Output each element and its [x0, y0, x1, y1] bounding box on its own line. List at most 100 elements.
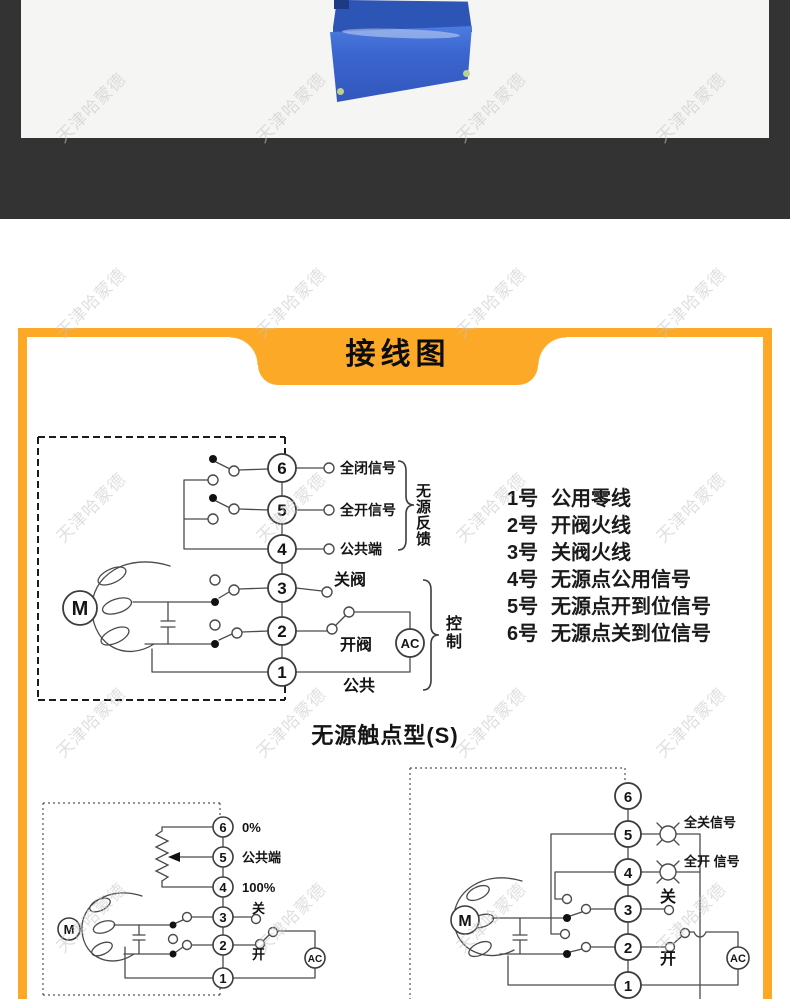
note-text: 关阀火线 — [551, 542, 631, 564]
wires — [491, 808, 739, 999]
motor-assembly: M — [62, 561, 176, 653]
dashed-boundary — [37, 436, 286, 701]
svg-text:2: 2 — [277, 622, 286, 641]
terminal-6: 6 — [614, 782, 642, 810]
wiring-panel: 接线图 M — [18, 328, 772, 999]
photo-left-margin — [0, 0, 21, 138]
feedback-brace — [397, 460, 415, 551]
note-row: 5号无源点开到位信号 — [507, 591, 711, 618]
terminal-4-label: 100% — [242, 880, 276, 895]
svg-text:6: 6 — [277, 459, 286, 478]
note-text: 无源点开到位信号 — [551, 596, 711, 618]
terminal-6: 6 0% — [212, 816, 261, 838]
terminal-3: 3 关 — [614, 887, 676, 923]
banner-flare — [230, 337, 258, 365]
panel-title-banner: 接线图 — [230, 328, 566, 385]
svg-text:6: 6 — [219, 820, 226, 835]
photo-right-margin — [769, 0, 790, 138]
motor-label: M — [458, 913, 471, 930]
ac-source: AC — [304, 947, 326, 969]
dotted-boundary — [409, 767, 626, 999]
panel-title: 接线图 — [345, 338, 451, 371]
svg-text:1: 1 — [624, 978, 632, 995]
svg-text:3: 3 — [219, 910, 226, 925]
note-row: 2号开阀火线 — [507, 510, 711, 537]
switch-contacts — [167, 911, 279, 958]
terminal-1-label: 公共 — [343, 677, 375, 695]
svg-text:4: 4 — [624, 865, 633, 882]
svg-text:3: 3 — [277, 579, 286, 598]
terminal-6-label: 全闭信号 — [339, 460, 396, 476]
capacitor — [132, 924, 146, 955]
svg-text:6: 6 — [624, 789, 632, 806]
panel-content — [27, 337, 763, 999]
terminal-4: 4 公共端 — [267, 534, 382, 564]
terminal-2: 2 开阀 — [267, 616, 372, 654]
note-text: 无源点关到位信号 — [551, 623, 711, 645]
terminal-6: 6 全闭信号 — [267, 453, 396, 483]
note-text: 公用零线 — [551, 488, 631, 510]
svg-text:4: 4 — [277, 540, 287, 559]
separator-band — [0, 138, 790, 219]
motor-label: M — [72, 598, 89, 620]
terminal-4-label: 全开 信号 — [683, 854, 740, 869]
note-num: 6号 — [507, 623, 539, 645]
note-num: 5号 — [507, 596, 539, 618]
note-row: 1号公用零线 — [507, 483, 711, 510]
paint-chip — [463, 70, 470, 77]
terminal-3-label: 关 — [252, 901, 265, 916]
terminal-5-label: 公共端 — [242, 850, 281, 865]
terminal-5: 5 全开信号 — [267, 495, 396, 525]
terminal-3-label: 关阀 — [334, 570, 366, 589]
dotted-boundary — [42, 802, 221, 996]
terminal-3: 3 关阀 — [267, 570, 366, 603]
control-brace — [422, 579, 440, 691]
svg-text:2: 2 — [624, 940, 632, 957]
note-row: 6号无源点关到位信号 — [507, 618, 711, 645]
svg-text:AC: AC — [730, 953, 746, 965]
signal-lamps — [656, 822, 680, 884]
capacitor — [160, 601, 176, 645]
terminal-5: 5 全关信号 — [614, 815, 736, 848]
wires — [113, 836, 316, 979]
terminal-6-label: 0% — [242, 820, 261, 835]
terminal-5: 5 公共端 — [212, 846, 281, 868]
terminal-5-label: 全开信号 — [339, 502, 396, 518]
motor-label: M — [64, 922, 75, 937]
main-wiring-diagram: M 6 全闭信号 — [37, 436, 440, 701]
note-num: 2号 — [507, 515, 539, 537]
svg-text:4: 4 — [219, 880, 227, 895]
svg-text:5: 5 — [219, 850, 226, 865]
motor-assembly: M — [57, 892, 146, 962]
paint-chip — [337, 88, 344, 95]
product-photo — [0, 0, 790, 138]
potentiometer-wiring-diagram: M 6 0% — [42, 802, 326, 996]
svg-text:2: 2 — [219, 938, 226, 953]
valve-actuator-knob — [334, 0, 349, 9]
terminal-3: 3 关 — [212, 901, 265, 928]
note-num: 3号 — [507, 542, 539, 564]
ac-source: AC — [395, 628, 425, 658]
terminal-notes: 1号公用零线 2号开阀火线 3号关阀火线 4号无源点公用信号 5号无源点开到位信… — [507, 483, 711, 645]
capacitor — [512, 917, 528, 955]
motor-assembly: M — [450, 877, 528, 958]
ac-source: AC — [726, 946, 750, 970]
terminal-1: 1 — [212, 967, 234, 989]
feedback-group-label: 无源反馈 — [414, 483, 431, 547]
terminal-5-label: 全关信号 — [683, 815, 736, 830]
note-row: 4号无源点公用信号 — [507, 564, 711, 591]
terminal-2-label: 开 — [252, 947, 265, 962]
terminal-3-label: 关 — [660, 887, 676, 906]
terminal-2-label: 开 — [660, 950, 676, 968]
terminal-1: 1 公共 — [267, 657, 375, 695]
note-text: 无源点公用信号 — [551, 569, 691, 591]
potentiometer — [154, 826, 214, 888]
terminal-4: 4 全开 信号 — [614, 854, 740, 886]
note-num: 1号 — [507, 488, 539, 510]
control-group-label: 控制 — [443, 615, 460, 651]
switch-contacts — [207, 455, 355, 648]
diagram-caption: 无源触点型(S) — [311, 723, 459, 748]
lamp-wiring-diagram: M 6 5 — [409, 767, 750, 999]
terminal-2: 2 开 — [614, 933, 676, 968]
